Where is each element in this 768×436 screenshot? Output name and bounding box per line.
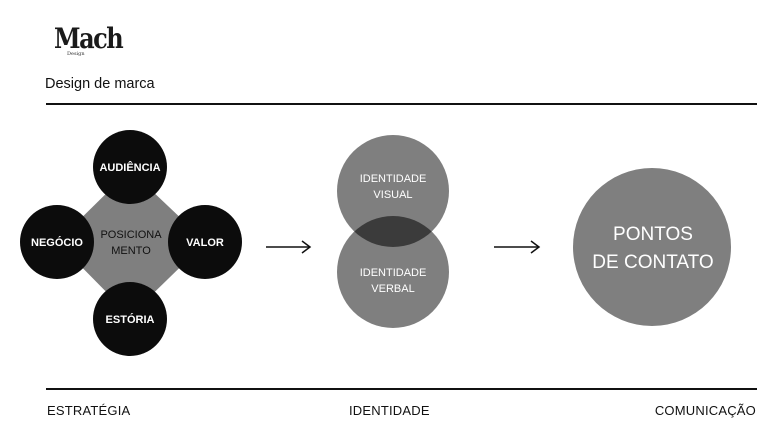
visual-identity-label-line2: VISUAL [373,189,412,201]
verbal-identity-circle [337,216,449,328]
arrow-identity-to-touchpoints [494,240,541,254]
story-node [93,282,167,356]
verbal-identity-label-line1: IDENTIDADE [360,267,427,279]
verbal-identity-label-line2: VERBAL [371,283,414,295]
brand-logo: Mach [54,21,124,56]
audience-label: AUDIÊNCIA [99,161,160,174]
strategy-cluster: POSICIONA MENTO AUDIÊNCIA NEGÓCIO VALOR … [20,130,242,356]
page-subtitle: Design de marca [45,76,155,92]
business-node [20,205,94,279]
positioning-diamond [57,170,206,316]
visual-identity-label-line1: IDENTIDADE [360,173,427,185]
brand-logo-subtext: Design [67,51,85,57]
bottom-divider [46,388,757,390]
positioning-label-line2: MENTO [111,245,151,257]
top-divider [46,103,757,105]
touchpoints-label-line1: PONTOS [613,224,693,245]
footer-identity-label: IDENTIDADE [349,403,430,418]
value-node [168,205,242,279]
business-label: NEGÓCIO [31,236,83,249]
visual-identity-circle [337,135,449,247]
story-label: ESTÓRIA [106,313,155,326]
positioning-label-line1: POSICIONA [100,229,162,241]
identity-cluster: IDENTIDADE VISUAL IDENTIDADE VERBAL [337,135,449,328]
audience-node [93,130,167,204]
value-label: VALOR [186,237,224,249]
touchpoints-circle [573,168,731,326]
arrow-strategy-to-identity [266,240,312,254]
footer-communication-label: COMUNICAÇÃO [654,403,756,418]
footer-strategy-label: ESTRATÉGIA [47,403,131,418]
touchpoints-cluster: PONTOS DE CONTATO [573,168,731,326]
touchpoints-label-line2: DE CONTATO [592,252,713,273]
